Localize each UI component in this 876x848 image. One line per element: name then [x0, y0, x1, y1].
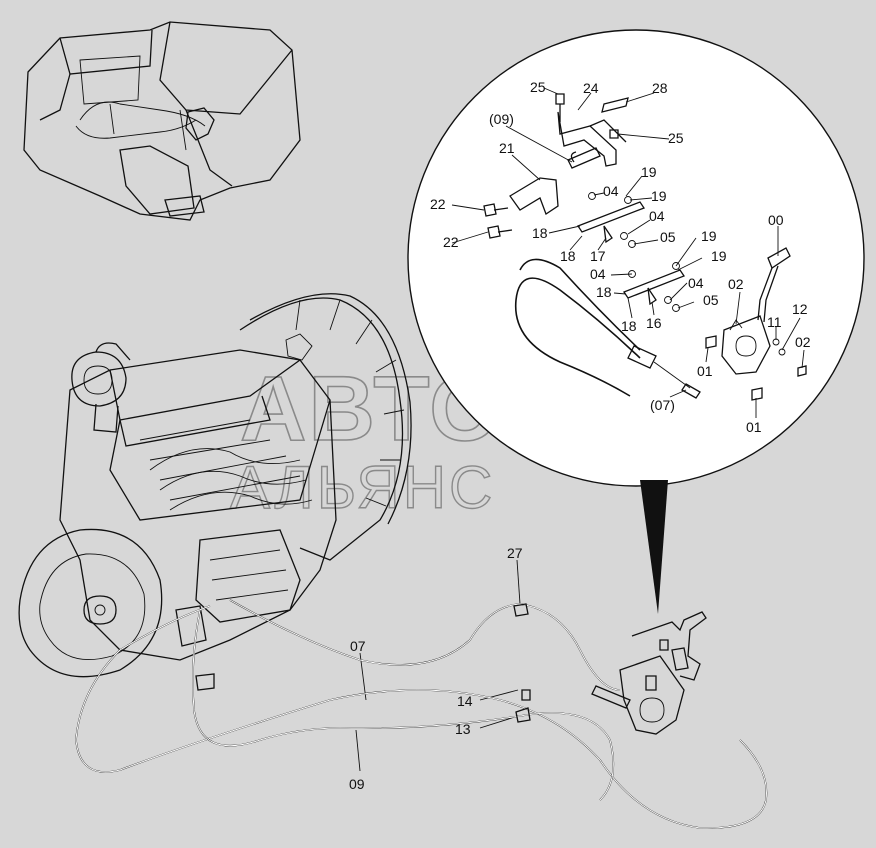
throttle-cables: [75, 599, 768, 829]
label-19a: 19: [641, 164, 657, 180]
label-18c: 18: [596, 284, 612, 300]
label-09-ref: (09): [489, 111, 514, 127]
label-00: 00: [768, 212, 784, 228]
label-22b: 22: [443, 234, 459, 250]
label-05b: 05: [703, 292, 719, 308]
label-19b: 19: [651, 188, 667, 204]
label-17: 17: [590, 248, 606, 264]
label-25b: 25: [668, 130, 684, 146]
label-04c: 04: [590, 266, 606, 282]
label-25a: 25: [530, 79, 546, 95]
label-01b: 01: [746, 419, 762, 435]
label-07: 07: [350, 638, 366, 654]
leader-lines: [355, 87, 805, 772]
label-19c: 19: [701, 228, 717, 244]
label-04a: 04: [603, 183, 619, 199]
label-18b: 18: [560, 248, 576, 264]
label-07-ref: (07): [650, 397, 675, 413]
label-22a: 22: [430, 196, 446, 212]
excavator-thumbnail: [23, 21, 301, 221]
label-04b: 04: [649, 208, 665, 224]
label-19d: 19: [711, 248, 727, 264]
label-21: 21: [499, 140, 515, 156]
label-18a: 18: [532, 225, 548, 241]
label-02a: 02: [728, 276, 744, 292]
label-28: 28: [652, 80, 668, 96]
label-09: 09: [349, 776, 365, 792]
label-01a: 01: [697, 363, 713, 379]
engine-assembly: [18, 293, 412, 691]
lower-lever-assembly: [591, 611, 707, 735]
label-11: 11: [767, 314, 782, 330]
label-05a: 05: [660, 229, 676, 245]
label-27: 27: [507, 545, 523, 561]
part-labels: 25 24 28 (09) 25 21 19 04 19 22 04 18 05…: [349, 79, 811, 792]
label-02b: 02: [795, 334, 811, 350]
label-13: 13: [455, 721, 471, 737]
label-18d: 18: [621, 318, 637, 334]
label-12: 12: [792, 301, 808, 317]
detail-parts: [483, 93, 807, 401]
watermark-line2: АЛЬЯНС: [230, 454, 495, 521]
label-04d: 04: [688, 275, 704, 291]
label-16: 16: [646, 315, 662, 331]
label-14: 14: [457, 693, 473, 709]
label-24: 24: [583, 80, 599, 96]
